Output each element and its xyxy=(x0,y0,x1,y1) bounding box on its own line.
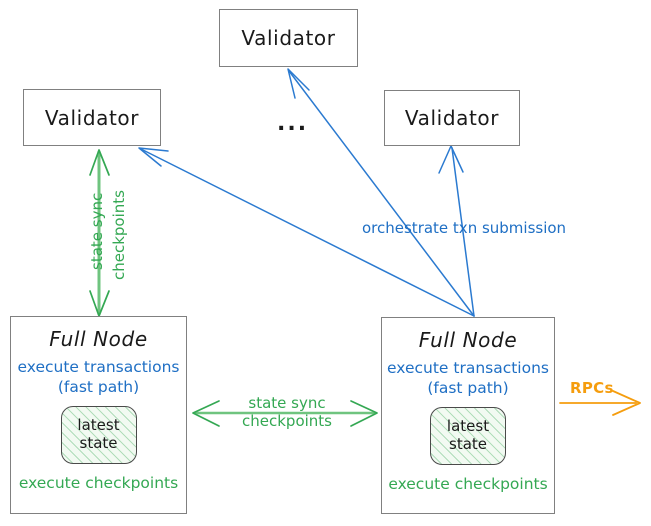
full-node-right-blue-line1: execute transactions xyxy=(386,359,550,377)
node-validator-left[interactable]: Validator xyxy=(23,89,161,146)
edge-label-state-sync-horizontal-line1: state sync xyxy=(248,394,326,412)
validator-left-label: Validator xyxy=(44,105,140,130)
validator-right-label: Validator xyxy=(404,106,500,130)
full-node-right-latest-state-chip[interactable]: latest state xyxy=(430,406,506,465)
full-node-left-latest-state-chip[interactable]: latest state xyxy=(60,405,137,464)
full-node-right-green-footer: execute checkpoints xyxy=(388,474,548,493)
node-validator-top[interactable]: Validator xyxy=(219,9,358,67)
edge-label-state-sync-vertical-line1: state sync xyxy=(88,192,106,270)
edge-label-state-sync-horizontal: state sync checkpoints xyxy=(232,394,342,431)
full-node-right-blue-line2: (fast path) xyxy=(427,378,509,397)
edge-label-orchestrate-txn-submission: orchestrate txn submission xyxy=(362,219,567,237)
edge-label-state-sync-horizontal-line2: checkpoints xyxy=(242,412,332,431)
full-node-left-title: Full Node xyxy=(49,327,148,351)
full-node-right-state-line2: state xyxy=(449,434,487,453)
full-node-left-blue-line2: (fast path) xyxy=(57,377,140,396)
node-full-node-right[interactable]: Full Node execute transactions (fast pat… xyxy=(381,317,555,514)
full-node-left-state-line1: latest xyxy=(77,415,120,434)
full-node-left-blue-text: execute transactions (fast path) xyxy=(17,358,179,398)
full-node-left-state-line2: state xyxy=(79,433,118,452)
full-node-right-state-line1: latest xyxy=(446,416,490,435)
validators-ellipsis: ... xyxy=(277,111,309,136)
node-full-node-left[interactable]: Full Node execute transactions (fast pat… xyxy=(10,316,187,514)
validator-top-label: Validator xyxy=(241,26,336,50)
full-node-left-blue-line1: execute transactions xyxy=(17,358,180,376)
full-node-left-green-footer: execute checkpoints xyxy=(18,473,179,492)
full-node-right-title: Full Node xyxy=(418,328,518,352)
edge-label-rpcs: RPCs xyxy=(570,379,614,397)
edge-label-state-sync-vertical-line2: checkpoints xyxy=(110,190,128,280)
full-node-right-blue-text: execute transactions (fast path) xyxy=(387,359,549,399)
node-validator-right[interactable]: Validator xyxy=(384,90,520,146)
